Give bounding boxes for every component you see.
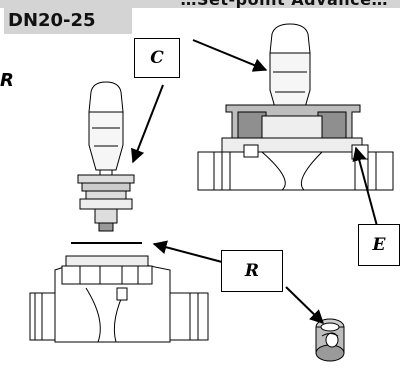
model-label: DN20-25: [8, 10, 96, 31]
left-valve-assembly: [29, 81, 209, 343]
leader-arrows: [131, 39, 378, 324]
arrow-r-ring: [152, 240, 223, 263]
header-band: …Set-point Advance…: [0, 0, 400, 8]
left-cap: [88, 81, 124, 113]
left-cap-body: [88, 111, 124, 171]
right-valve-assembly: [197, 23, 394, 191]
arrow-c-right: [192, 39, 268, 72]
label-r: R: [221, 250, 283, 292]
arrow-c-left: [131, 84, 164, 164]
right-cap: [269, 23, 311, 54]
label-e: E: [358, 224, 400, 266]
header-title: …Set-point Advance…: [181, 0, 389, 8]
arrow-e: [352, 146, 378, 227]
model-box: DN20-25: [4, 8, 132, 34]
side-label-r: R: [0, 70, 14, 91]
label-c: C: [134, 38, 180, 78]
ring-part-detail: [315, 318, 345, 362]
arrow-r-part: [285, 286, 325, 324]
